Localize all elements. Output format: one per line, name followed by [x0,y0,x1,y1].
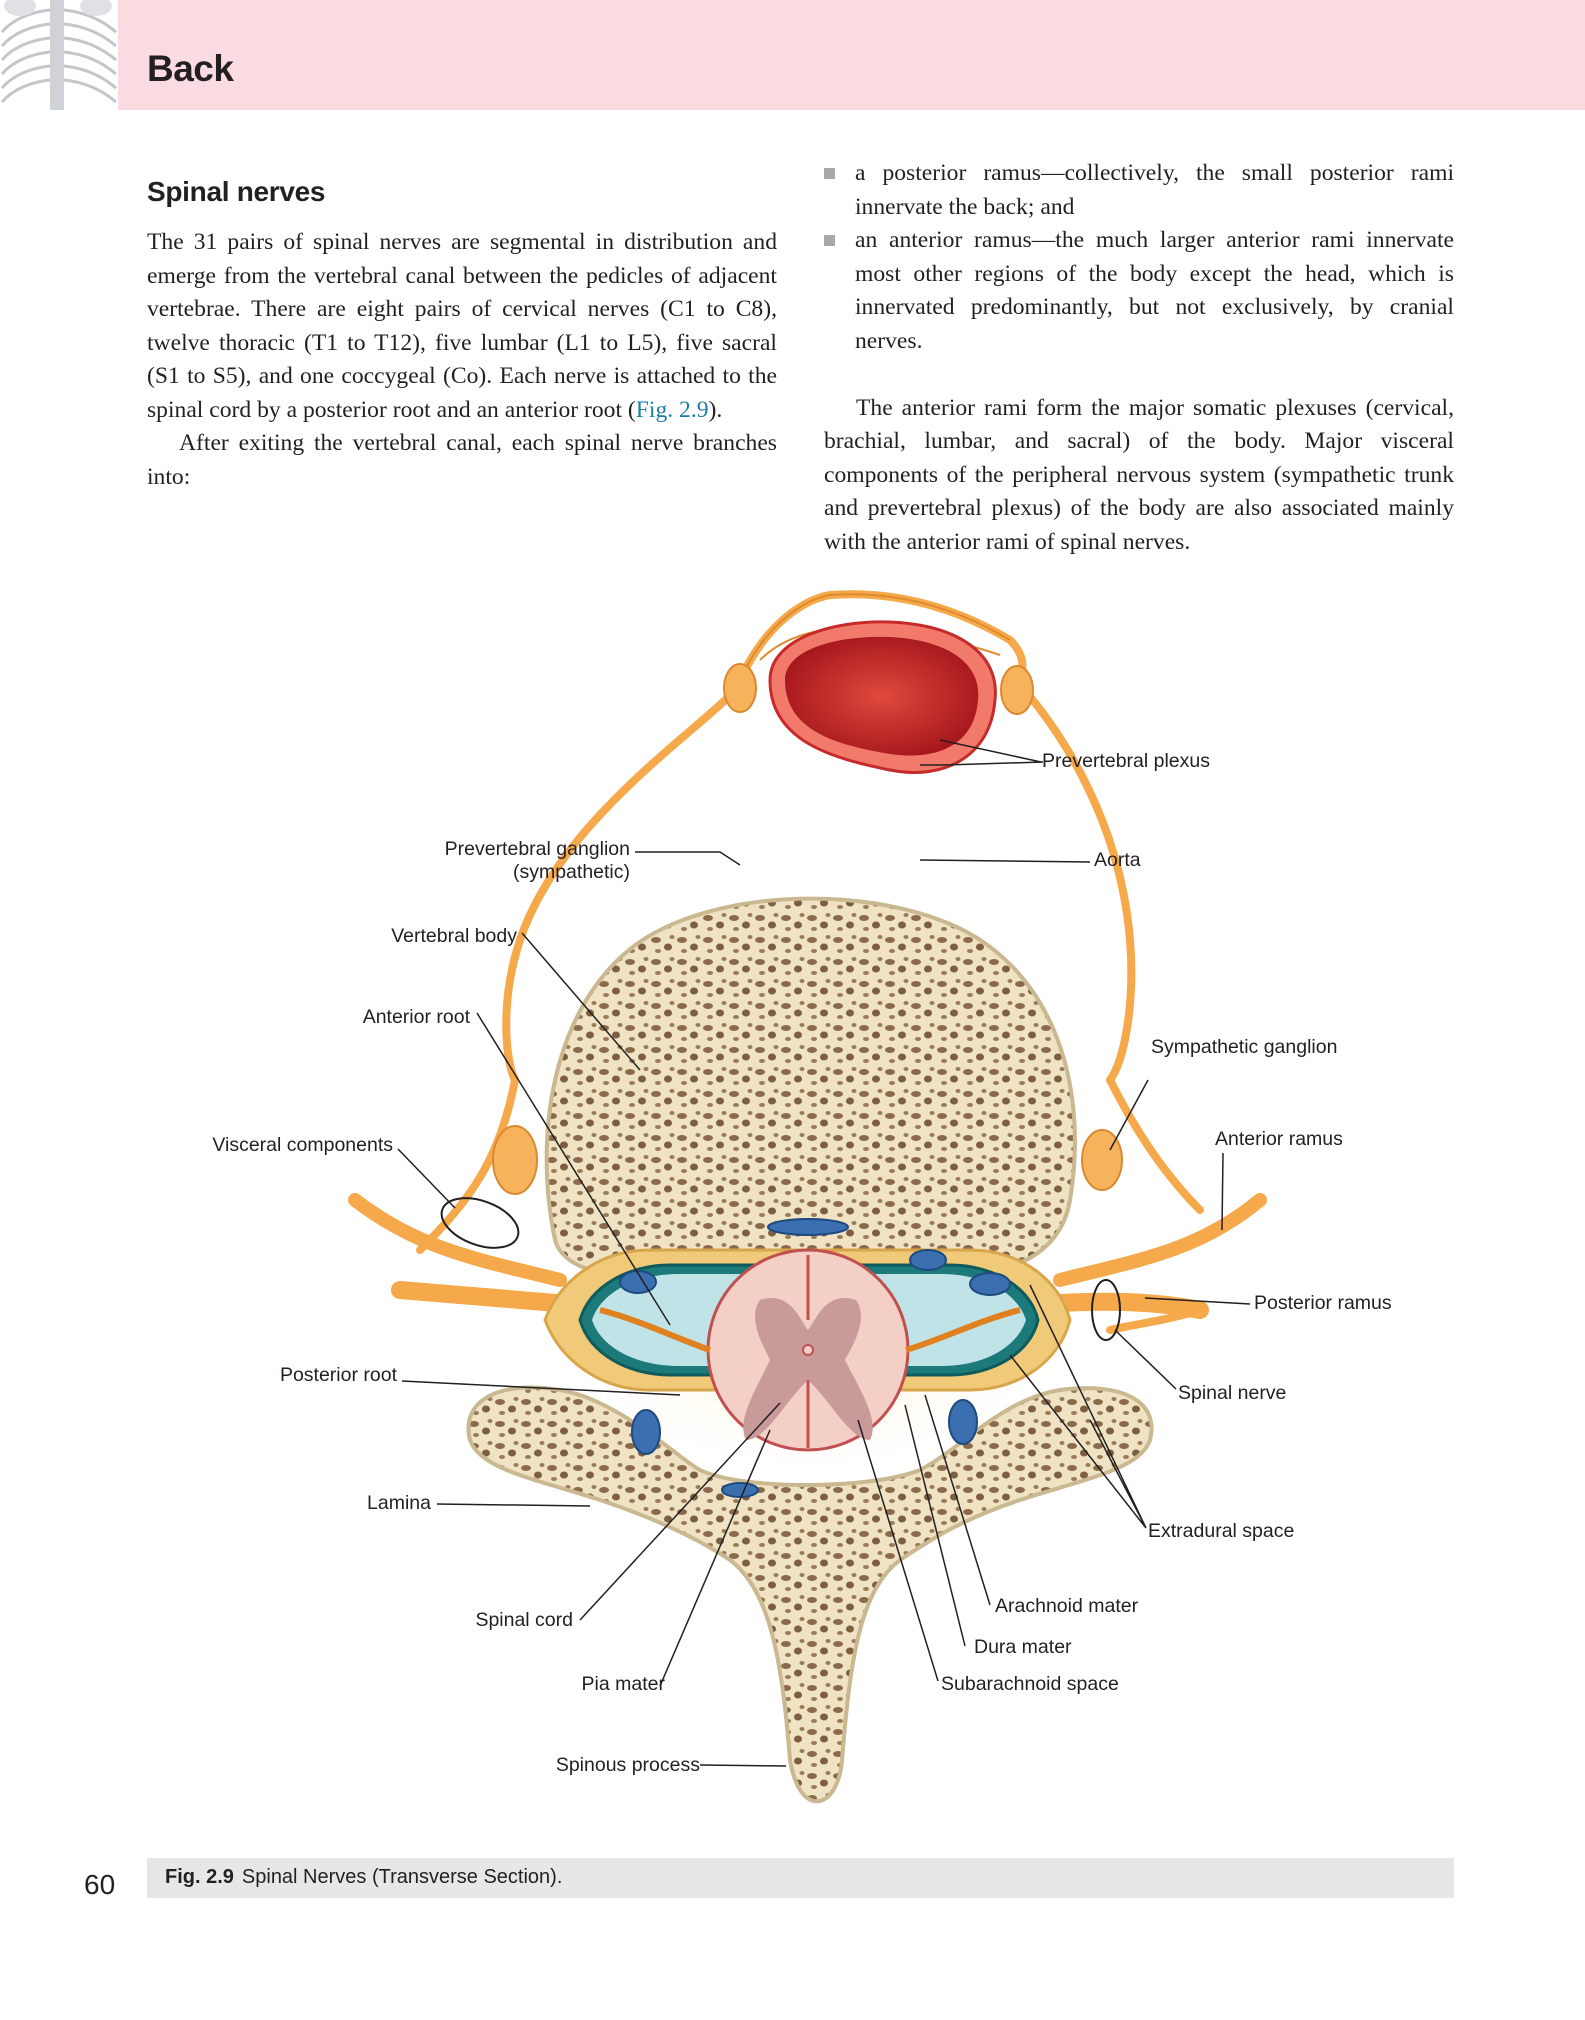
label-prevertebral-ganglion-sub: (sympathetic) [512,861,630,883]
label-spinal-cord: Spinal cord [475,1609,573,1631]
label-vertebral-body: Vertebral body [391,925,517,947]
label-lamina: Lamina [367,1492,431,1514]
paragraph-text: The 31 pairs of spinal nerves are segmen… [147,229,777,423]
spine-skeleton-icon [0,0,118,110]
label-anterior-ramus: Anterior ramus [1215,1128,1343,1150]
label-subarachnoid-space: Subarachnoid space [941,1673,1119,1695]
paragraph: After exiting the vertebral canal, each … [147,430,777,490]
label-visceral-components: Visceral components [212,1134,393,1156]
label-spinal-nerve: Spinal nerve [1178,1382,1287,1404]
figure-link[interactable]: Fig. 2.9 [635,396,709,423]
right-column: a posterior ramus—collectively, the smal… [824,157,1454,559]
label-aorta: Aorta [1094,849,1141,871]
label-arachnoid-mater: Arachnoid mater [995,1595,1139,1617]
page-number: 60 [84,1869,116,1900]
caption-text: Spinal Nerves (Transverse Section). [241,1866,563,1888]
figure-caption: Fig. 2.9 Spinal Nerves (Transverse Sectio… [165,1864,562,1890]
chapter-title: Back [147,48,234,89]
label-spinous-process: Spinous process [555,1754,700,1776]
caption-fig-number: Fig. 2.9 [165,1866,234,1888]
label-prevertebral-ganglion: Prevertebral ganglion [444,838,630,860]
paragraph-text-end: ). [708,396,723,423]
list-item-text: a posterior ramus—collectively, the smal… [855,160,1454,220]
label-posterior-ramus: Posterior ramus [1254,1292,1392,1314]
square-bullet-icon [824,235,835,246]
left-column: The 31 pairs of spinal nerves are segmen… [147,226,777,494]
section-heading: Spinal nerves [147,176,326,207]
caption-band [147,1858,1454,1898]
paragraph: The anterior rami form the major somatic… [824,394,1454,555]
label-posterior-root: Posterior root [279,1364,397,1386]
label-extradural-space: Extradural space [1148,1520,1295,1542]
label-pia-mater: Pia mater [581,1673,665,1695]
list-item: a posterior ramus—collectively, the smal… [824,157,1454,224]
bullet-list: a posterior ramus—collectively, the smal… [824,157,1454,358]
square-bullet-icon [824,168,835,179]
list-item: an anterior ramus—the much larger anteri… [824,224,1454,358]
spinal-section-illustration [348,590,1267,1804]
figure-spinal-nerves: Prevertebral plexus Prevertebral ganglio… [0,560,1585,1850]
label-dura-mater: Dura mater [974,1636,1072,1658]
list-item-text: an anterior ramus—the much larger anteri… [855,227,1454,354]
label-anterior-root: Anterior root [362,1006,470,1028]
header-band [118,0,1585,110]
label-sympathetic-ganglion: Sympathetic ganglion [1151,1036,1338,1058]
paragraph: The 31 pairs of spinal nerves are segmen… [147,226,777,427]
spine-thumbnail [0,0,118,110]
label-prevertebral-plexus: Prevertebral plexus [1042,750,1210,772]
